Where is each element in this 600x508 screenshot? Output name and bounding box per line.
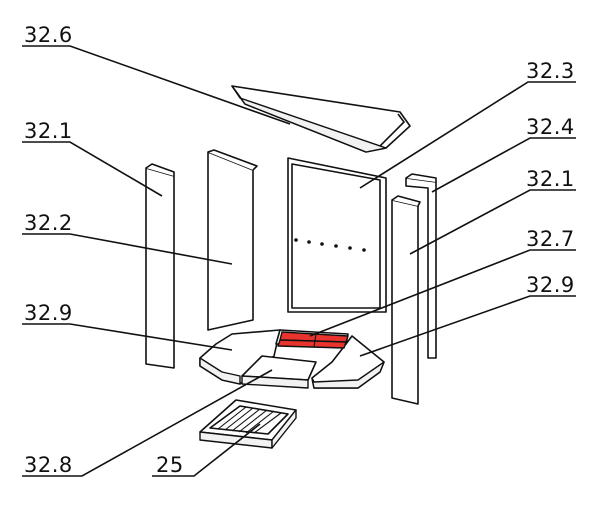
- part-top-baffle: [231, 85, 411, 153]
- leader-32-1-right: [409, 189, 576, 255]
- part-rear-panel: [287, 157, 387, 313]
- part-side-panel-right: [391, 195, 421, 405]
- leader-32-8: [22, 369, 273, 477]
- callout-label: 32.4: [526, 115, 575, 139]
- callout-label: 32.9: [526, 273, 575, 297]
- part-floor-brick-right: [311, 335, 385, 389]
- leader-25: [152, 423, 261, 477]
- part-back-panel-left: [207, 149, 258, 331]
- rear-panel-dot: [362, 248, 366, 252]
- rear-panel-dot: [320, 242, 324, 246]
- rear-panel-dot: [294, 238, 298, 242]
- leader-32-3: [359, 81, 576, 189]
- leader-32-9-left: [22, 323, 233, 351]
- callout-label: 32.7: [526, 227, 575, 251]
- part-ash-grate: [199, 399, 297, 449]
- leader-32-4: [431, 137, 576, 193]
- part-side-panel-right-outer: [405, 173, 437, 359]
- leader-32-6: [22, 45, 291, 125]
- part-side-panel-left: [145, 163, 175, 369]
- leader-32-1-left: [22, 141, 163, 197]
- rear-panel-dot: [334, 244, 338, 248]
- part-red-brick: [277, 331, 349, 349]
- callout-label: 32.1: [526, 167, 575, 191]
- callout-label: 32.8: [24, 453, 73, 477]
- callout-label: 32.6: [24, 23, 73, 47]
- callout-label: 32.1: [24, 119, 73, 143]
- rear-panel-dot: [348, 246, 352, 250]
- callout-label: 32.9: [24, 301, 73, 325]
- part-floor-brick-centre: [241, 355, 317, 389]
- callout-label: 25: [156, 453, 184, 477]
- leader-32-9-right: [359, 295, 576, 357]
- rear-panel-dot: [307, 240, 311, 244]
- callout-label: 32.3: [526, 59, 575, 83]
- callout-label: 32.2: [24, 211, 73, 235]
- leader-32-7: [309, 249, 576, 337]
- leader-32-2: [22, 233, 233, 265]
